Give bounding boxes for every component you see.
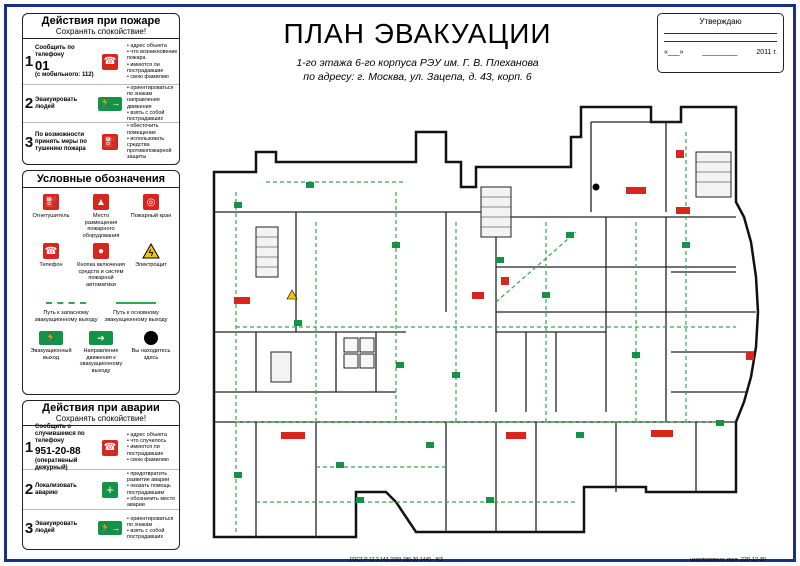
step-items: предотвратить развитие аварии оказать по… bbox=[125, 470, 179, 509]
signature-line bbox=[664, 33, 777, 34]
step-text: Сообщить по телефону 01 (с мобильного: 1… bbox=[35, 39, 95, 84]
floor-plan bbox=[212, 105, 760, 539]
exit-sign-icon: 🏃→ bbox=[98, 521, 122, 535]
step-label: Локализовать аварию bbox=[35, 482, 77, 496]
exit-sign-icon: 🏃 bbox=[39, 331, 63, 345]
approval-label: Утверждаю bbox=[699, 17, 742, 26]
step-number: 1 bbox=[24, 439, 34, 456]
phone-icon: ☎ bbox=[102, 53, 118, 70]
fire-step-1: 1 Сообщить по телефону 01 (с мобильного:… bbox=[23, 39, 179, 85]
legend-grid: ⛽ Огнетушитель ▲ Место размещения пожарн… bbox=[23, 188, 179, 290]
legend-item-fire-equipment: ▲ Место размещения пожарного оборудовани… bbox=[76, 194, 126, 239]
legend-grid-bottom: 🏃 Эвакуационный выход ➔ Направление движ… bbox=[23, 323, 179, 376]
subtitle-line-2: по адресу: г. Москва, ул. Зацепа, д. 43,… bbox=[303, 71, 532, 83]
accident-step-2: 2 Локализовать аварию + предотвратить ра… bbox=[23, 470, 179, 510]
step-label: Эвакуировать людей bbox=[35, 521, 78, 534]
legend-header: Условные обозначения bbox=[23, 171, 179, 188]
legend-item-exit: 🏃 Эвакуационный выход bbox=[30, 331, 72, 361]
accident-panel-header: Действия при аварии Сохранять спокойстви… bbox=[23, 401, 179, 426]
fire-panel-title: Действия при пожаре bbox=[41, 15, 161, 27]
legend-item-fire-hydrant: ◎ Пожарный кран bbox=[126, 194, 176, 239]
extinguisher-icon: ⛽ bbox=[43, 194, 59, 210]
electrical-panel-icon bbox=[286, 289, 298, 300]
accident-panel-title: Действия при аварии bbox=[42, 402, 160, 414]
legend-item-reserve-route: Путь к запасному эвакуационному выходу bbox=[34, 294, 98, 323]
legend-routes: Путь к запасному эвакуационному выходу П… bbox=[23, 290, 179, 323]
you-are-here-icon bbox=[144, 331, 158, 345]
extinguisher-icon: ⛽ bbox=[102, 134, 118, 150]
accident-phone-number: 951-20-88 bbox=[35, 445, 81, 457]
gost-standard: ГОСТ Р 12.2.143-2009 180-20-1440 - ЖЗ bbox=[350, 557, 443, 563]
inner-walls bbox=[214, 121, 756, 537]
step-number: 2 bbox=[24, 481, 34, 498]
fire-hydrant-icon: ◎ bbox=[143, 194, 159, 210]
subtitle-line-1: 1-го этажа 6-го корпуса РЭУ им. Г. В. Пл… bbox=[296, 57, 539, 69]
legend-item-direction: ➔ Направление движения к эвакуационному … bbox=[79, 331, 123, 374]
plan-subtitle: 1-го этажа 6-го корпуса РЭУ им. Г. В. Пл… bbox=[255, 56, 580, 84]
step-number: 1 bbox=[24, 53, 34, 70]
accident-step-1: 1 Сообщить о случившемся по телефону 951… bbox=[23, 423, 179, 471]
stairwells bbox=[255, 151, 732, 383]
reserve-route-line bbox=[46, 302, 86, 304]
first-aid-icon: + bbox=[102, 481, 118, 498]
step-items: адрес объекта что случилось имеются ли п… bbox=[125, 426, 179, 469]
exit-sign-icon: 🏃→ bbox=[98, 96, 122, 111]
approval-box: Утверждаю «___» _________ 2011 г. bbox=[657, 13, 784, 73]
step-items: адрес объекта что возникновение пожара и… bbox=[125, 39, 179, 84]
legend-item-you-are-here: Вы находитесь здесь bbox=[126, 331, 176, 374]
electrical-panel-icon: ϟ bbox=[142, 243, 160, 259]
step-number: 3 bbox=[24, 519, 34, 537]
accident-actions-panel: Действия при аварии Сохранять спокойстви… bbox=[22, 400, 180, 550]
fire-equipment-markers bbox=[234, 150, 754, 439]
accident-step-3: 3 Эвакуировать людей 🏃→ ориентироваться … bbox=[23, 510, 179, 546]
main-route-line bbox=[116, 302, 156, 304]
you-are-here-icon bbox=[592, 183, 600, 191]
alarm-button-icon: ● bbox=[93, 243, 109, 259]
phone-icon: ☎ bbox=[43, 243, 59, 259]
step-items: ориентироваться по знакам направления дв… bbox=[125, 85, 179, 122]
step-items: ориентироваться по знакам взять с собой … bbox=[125, 510, 179, 546]
plan-frame bbox=[4, 4, 796, 562]
fire-panel-header: Действия при пожаре Сохранять спокойстви… bbox=[23, 14, 179, 39]
phone-icon: ☎ bbox=[102, 439, 118, 456]
fire-panel-subtitle: Сохранять спокойствие! bbox=[55, 27, 147, 36]
accident-panel-subtitle: Сохранять спокойствие! bbox=[55, 414, 147, 423]
plan-title: ПЛАН ЭВАКУАЦИИ bbox=[283, 18, 552, 49]
outer-walls bbox=[212, 105, 760, 539]
legend-item-alarm-button: ● Кнопка включения средств и систем пожа… bbox=[76, 243, 126, 288]
legend-panel: Условные обозначения ⛽ Огнетушитель ▲ Ме… bbox=[22, 170, 180, 395]
step-label: По возможности принять меры по тушению п… bbox=[35, 131, 87, 152]
fire-equipment-icon: ▲ bbox=[93, 194, 109, 210]
legend-item-phone: ☎ Телефон bbox=[26, 243, 76, 288]
step-number: 3 bbox=[24, 133, 34, 151]
approval-date: «___» _________ 2011 г. bbox=[664, 49, 777, 56]
legend-item-extinguisher: ⛽ Огнетушитель bbox=[26, 194, 76, 239]
stair-steps bbox=[256, 161, 731, 268]
svg-text:ϟ: ϟ bbox=[149, 248, 154, 258]
fire-phone-number: 01 bbox=[35, 57, 50, 73]
elevators bbox=[343, 337, 375, 369]
exit-signs bbox=[234, 182, 724, 503]
legend-item-switchboard: ϟ Электрощит bbox=[126, 243, 176, 288]
legend-title: Условные обозначения bbox=[36, 173, 166, 185]
fire-mobile-note: (с мобильного: 112) bbox=[35, 71, 94, 78]
maker-info: изготовлено: тел. 220-12-30 bbox=[690, 557, 766, 563]
duty-note: (оперативный дежурный) bbox=[35, 457, 78, 471]
step-items: обесточить помещение использовать средст… bbox=[125, 123, 179, 161]
step-number: 2 bbox=[24, 95, 34, 112]
fire-actions-panel: Действия при пожаре Сохранять спокойстви… bbox=[22, 13, 180, 165]
fire-step-2: 2 Эвакуировать людей 🏃→ ориентироваться … bbox=[23, 85, 179, 123]
step-label: Сообщить о случившемся по телефону bbox=[35, 423, 85, 444]
step-label: Эвакуировать людей bbox=[35, 96, 78, 110]
legend-item-main-route: Путь к основному эвакуационному выходу bbox=[104, 294, 168, 323]
signature-line bbox=[664, 41, 777, 42]
step-label: Сообщить по телефону bbox=[35, 44, 75, 58]
fire-step-3: 3 По возможности принять меры по тушению… bbox=[23, 123, 179, 161]
direction-arrow-icon: ➔ bbox=[89, 331, 113, 345]
step-text: Сообщить о случившемся по телефону 951-2… bbox=[35, 423, 95, 471]
